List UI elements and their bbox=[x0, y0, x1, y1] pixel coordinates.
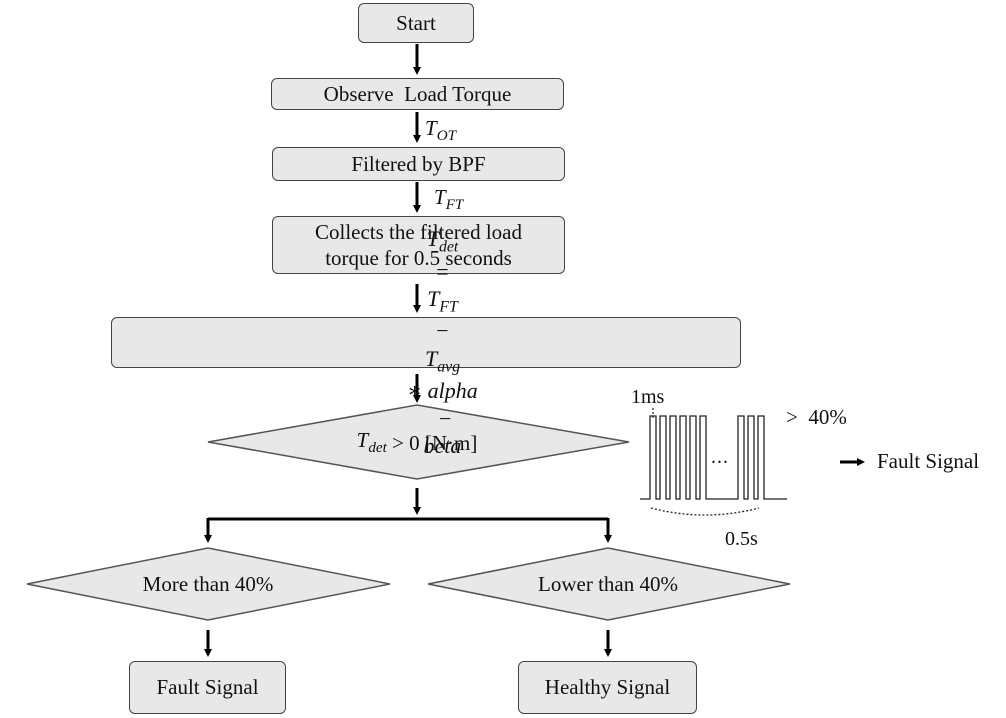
formula-beta-term: beta bbox=[423, 433, 462, 459]
left-decision-diamond bbox=[26, 547, 391, 621]
formula-lhs: Tdet bbox=[426, 226, 459, 256]
period-label: 1ms bbox=[631, 386, 665, 408]
t-ft-symbol: T bbox=[434, 185, 446, 209]
healthy-signal-label: Healthy Signal bbox=[544, 675, 671, 700]
formula-avg-term: Tavg bbox=[424, 345, 461, 376]
condition-rest: > 0 [N·m] bbox=[386, 430, 478, 455]
formula-ft-term: TFT bbox=[427, 286, 458, 316]
t-ot-label: TOT bbox=[425, 116, 456, 145]
duration-label: 0.5s bbox=[725, 528, 758, 550]
formula-equals: = bbox=[436, 258, 449, 284]
filter-box: Filtered by BPF bbox=[272, 147, 565, 181]
pulse-ellipsis: ... bbox=[711, 446, 729, 468]
formula-text: Tdet = TFT − Tavg ∗ alpha − beta bbox=[374, 198, 478, 487]
left-decision-label: More than 40% bbox=[142, 571, 274, 596]
right-decision-diamond bbox=[427, 547, 791, 621]
formula-box: Tdet = TFT − Tavg ∗ alpha − beta bbox=[111, 226, 741, 458]
condition-symbol: Tdet bbox=[356, 428, 387, 457]
condition-label: Tdet > 0 [N·m] bbox=[260, 424, 574, 462]
pulse-train-waveform bbox=[640, 415, 787, 500]
healthy-signal-box: Healthy Signal bbox=[518, 661, 697, 714]
right-decision-label: Lower than 40% bbox=[538, 571, 678, 596]
t-ft-subscript: FT bbox=[445, 197, 464, 214]
duration-brace bbox=[650, 507, 760, 516]
t-ot-symbol: T bbox=[425, 116, 437, 140]
fault-output-label: Fault Signal bbox=[877, 449, 980, 473]
t-ot-subscript: OT bbox=[436, 128, 457, 145]
collect-box: Collects the filtered load torque for 0.… bbox=[272, 216, 565, 274]
filter-label: Filtered by BPF bbox=[351, 151, 486, 176]
fault-signal-box: Fault Signal bbox=[129, 661, 286, 714]
formula-alpha-term: ∗ alpha bbox=[407, 378, 478, 404]
fault-signal-label: Fault Signal bbox=[156, 675, 259, 700]
formula-minus: − bbox=[436, 318, 449, 344]
threshold-label: > 40% bbox=[786, 405, 847, 429]
start-label: Start bbox=[396, 10, 436, 35]
observe-label: Observe Load Torque bbox=[323, 81, 512, 106]
condition-diamond bbox=[207, 404, 630, 480]
collect-line-1: Collects the filtered load bbox=[314, 219, 523, 244]
t-ft-label: TFT bbox=[434, 185, 463, 214]
start-box: Start bbox=[358, 3, 474, 43]
observe-box: Observe Load Torque bbox=[271, 78, 564, 110]
collect-line-2: torque for 0.5 seconds bbox=[325, 246, 512, 270]
formula-minus-2: − bbox=[439, 405, 452, 431]
